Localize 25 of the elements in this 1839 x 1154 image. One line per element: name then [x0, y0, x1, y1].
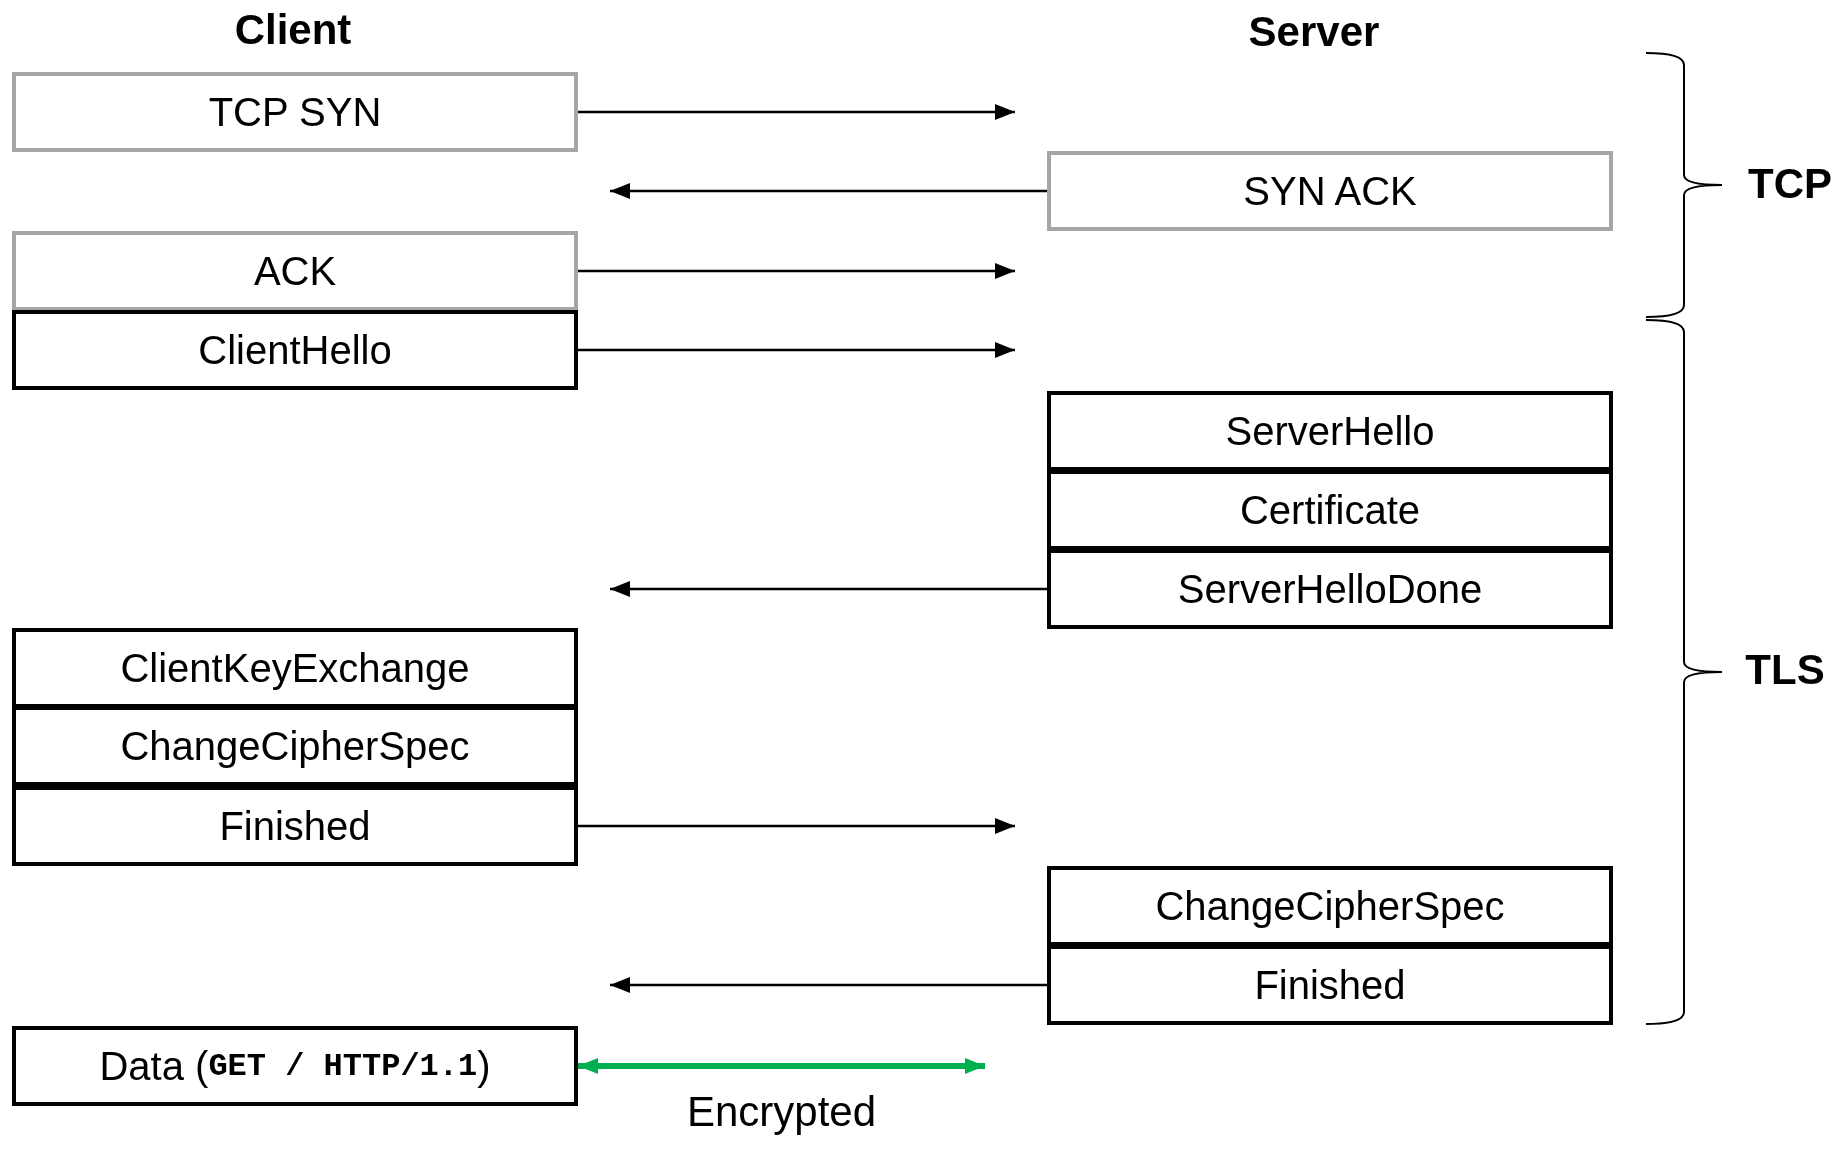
message-box: ChangeCipherSpec: [1047, 866, 1613, 946]
group-label: TLS: [1745, 646, 1825, 694]
arrow: [578, 342, 1015, 358]
arrow: [578, 104, 1015, 120]
message-box: ClientKeyExchange: [12, 628, 578, 708]
message-box: TCP SYN: [12, 72, 578, 152]
message-box: ClientHello: [12, 310, 578, 390]
group-label: TCP: [1748, 160, 1832, 208]
message-box: Data (GET / HTTP/1.1): [12, 1026, 578, 1106]
message-box: Finished: [12, 786, 578, 866]
arrow: [578, 818, 1015, 834]
message-box: ACK: [12, 231, 578, 311]
column-heading: Client: [234, 6, 352, 54]
message-box: Certificate: [1047, 470, 1613, 550]
arrow: [610, 977, 1047, 993]
message-box: Finished: [1047, 945, 1613, 1025]
message-box: ServerHello: [1047, 391, 1613, 471]
message-box: ServerHelloDone: [1047, 549, 1613, 629]
arrow: [610, 183, 1047, 199]
arrow: [578, 1058, 985, 1074]
arrow: [578, 263, 1015, 279]
message-box: ChangeCipherSpec: [12, 706, 578, 786]
arrow: [610, 581, 1047, 597]
column-heading: Server: [1248, 8, 1380, 56]
message-box: SYN ACK: [1047, 151, 1613, 231]
